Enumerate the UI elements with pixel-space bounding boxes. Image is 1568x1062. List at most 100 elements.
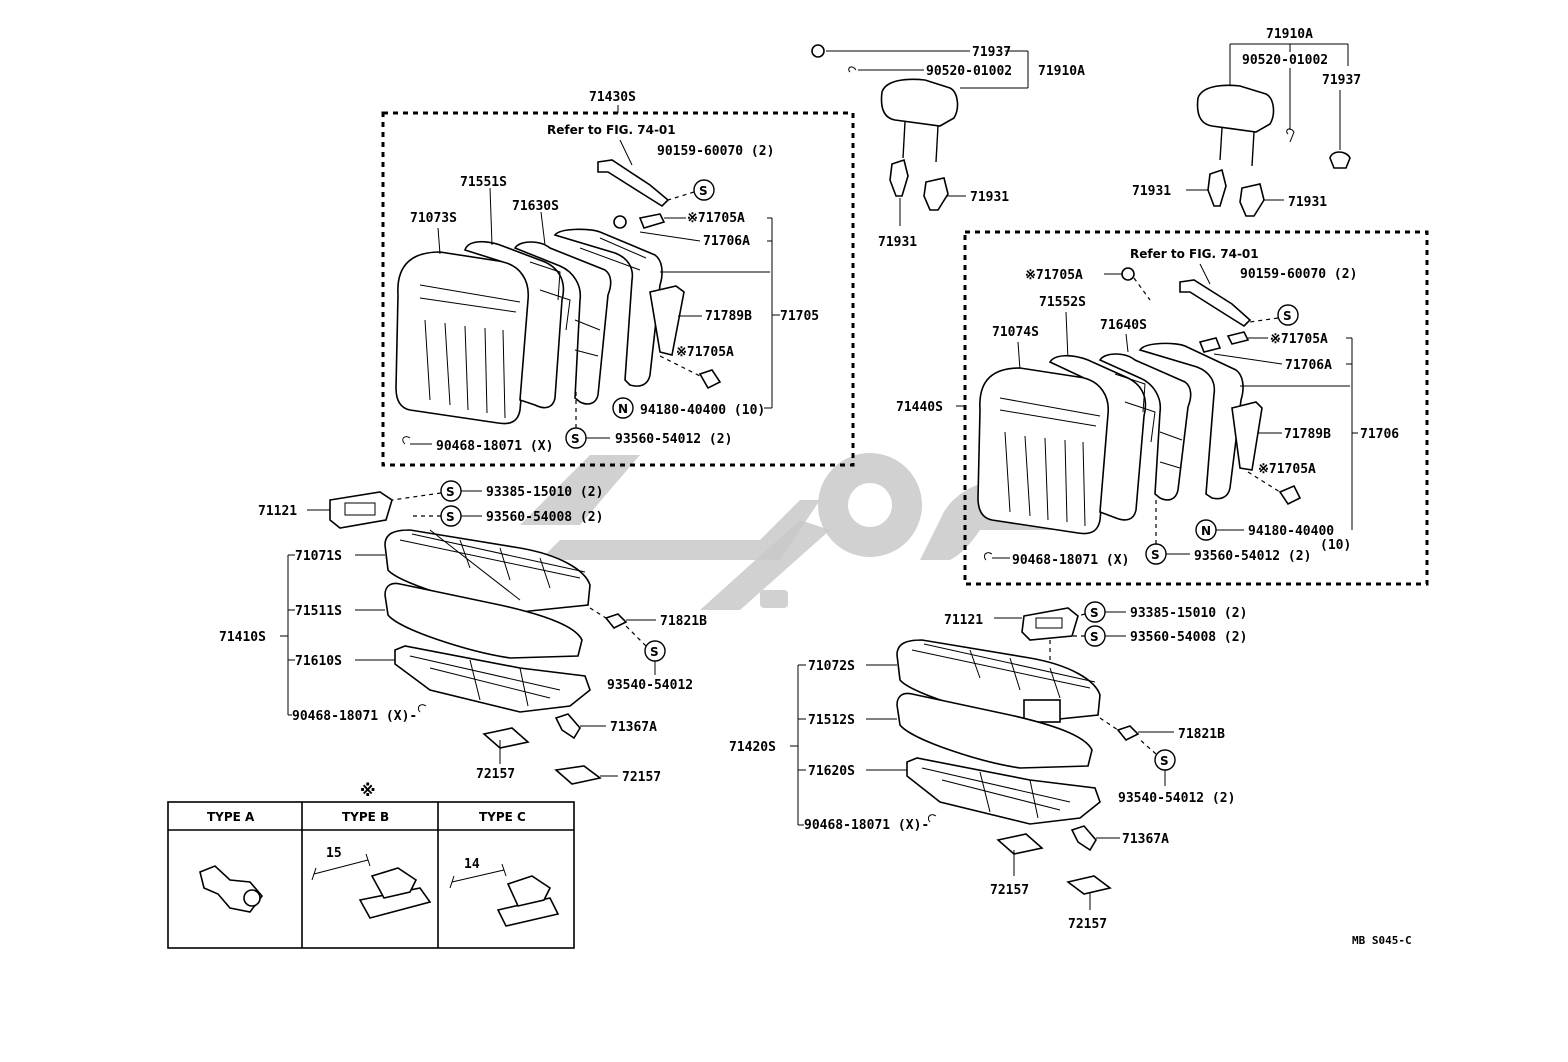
clip-90468-right-back: [983, 552, 993, 561]
svg-text:S: S: [699, 184, 708, 198]
svg-text:S: S: [446, 485, 455, 499]
guide-71931-right-2: [1239, 183, 1265, 217]
pad-72157-left-1: [482, 727, 530, 749]
clip-90468-seat-right: [927, 814, 937, 823]
label-71789B-left: 71789B: [705, 309, 752, 324]
label-94180-right-qty: (10): [1320, 538, 1351, 553]
seatback-frame-right: [1098, 353, 1192, 501]
label-93540-right: 93540-54012 (2): [1118, 791, 1235, 806]
type-b-clip-drawing: 15: [311, 846, 432, 919]
type-c-clip-drawing: 14: [449, 857, 560, 927]
seatback-board-right: [1138, 342, 1244, 500]
trim-71121-right: [1021, 607, 1079, 641]
label-71640S: 71640S: [1100, 318, 1147, 333]
pin-90520-right: [1286, 128, 1295, 143]
pad-72157-left-2: [554, 765, 602, 785]
bracket-71367A-right: [1070, 825, 1097, 852]
svg-text:N: N: [1201, 524, 1211, 538]
seat-frame-left: [394, 645, 591, 713]
label-71073S: 71073S: [410, 211, 457, 226]
label-71511S: 71511S: [295, 604, 342, 619]
label-71931-center-2: 71931: [970, 190, 1009, 205]
label-refer-right: Refer to FIG. 74-01: [1130, 247, 1259, 261]
bolt-71705A-top-left: [613, 215, 627, 229]
label-93560-54008-right: 93560-54008 (2): [1130, 630, 1247, 645]
label-71937-right: 71937: [1322, 73, 1361, 88]
seatback-cover-right: [1048, 354, 1147, 521]
bracket-71367A-left: [554, 713, 581, 740]
pin-90520-center: [848, 66, 857, 73]
knob-71937-center: [811, 44, 825, 58]
label-72157-right-2: 72157: [1068, 917, 1107, 932]
hinge-71821B-left: [604, 613, 628, 630]
trim-71121-left: [329, 491, 393, 529]
type-table-asterisk: ※: [360, 781, 376, 800]
label-90159-right: 90159-60070 (2): [1240, 267, 1357, 282]
s-mark-right-4: S: [1084, 625, 1106, 647]
support-bar-left: [597, 159, 670, 208]
seat-frame-right: [906, 757, 1101, 825]
side-panel-71789B-right: [1231, 401, 1263, 471]
label-72157-left-1: 72157: [476, 767, 515, 782]
clip-90468-left-back: [402, 436, 411, 445]
label-71910A-center: 71910A: [1038, 64, 1085, 79]
label-71706A-left: 71706A: [703, 234, 750, 249]
svg-text:S: S: [650, 645, 659, 659]
guide-71931-center-2: [923, 177, 949, 211]
label-71789B-right: 71789B: [1284, 427, 1331, 442]
support-bar-right: [1179, 279, 1252, 328]
svg-text:S: S: [446, 510, 455, 524]
label-71705A-right-3: ※71705A: [1258, 462, 1316, 477]
seat-cushion-pad-left: [384, 582, 583, 659]
svg-text:N: N: [618, 402, 628, 416]
label-71410S: 71410S: [219, 630, 266, 645]
label-71121-right: 71121: [944, 613, 983, 628]
label-71074S: 71074S: [992, 325, 1039, 340]
guide-71931-right-1: [1207, 168, 1227, 207]
svg-text:S: S: [1151, 548, 1160, 562]
label-refer-left: Refer to FIG. 74-01: [547, 123, 676, 137]
clip-71706A-left: [638, 213, 666, 229]
label-71937-center: 71937: [972, 45, 1011, 60]
type-b-header: TYPE B: [342, 810, 389, 824]
label-71367A-right: 71367A: [1122, 832, 1169, 847]
type-a-clip-drawing: [199, 865, 264, 913]
svg-text:S: S: [571, 432, 580, 446]
label-72157-left-2: 72157: [622, 770, 661, 785]
label-71931-right-1: 71931: [1132, 184, 1171, 199]
label-71552S: 71552S: [1039, 295, 1086, 310]
seatback-frame-left: [513, 241, 612, 405]
pad-72157-right-1: [996, 833, 1044, 855]
label-71705A-right-2: ※71705A: [1270, 332, 1328, 347]
label-71072S: 71072S: [808, 659, 855, 674]
svg-text:S: S: [1090, 606, 1099, 620]
type-b-dimension: 15: [326, 846, 342, 861]
label-93560-54012-right: 93560-54012 (2): [1194, 549, 1311, 564]
headrest-center: [880, 78, 959, 163]
n-mark-right: N: [1195, 519, 1217, 541]
headrest-right: [1196, 84, 1275, 167]
label-93560-54008-left: 93560-54008 (2): [486, 510, 603, 525]
label-71706-right: 71706: [1360, 427, 1399, 442]
label-71705A-right-1: ※71705A: [1025, 268, 1083, 283]
seat-cushion-pad-right: [896, 692, 1093, 769]
bolt-71705A-mid-right: [1226, 331, 1250, 345]
label-71440S: 71440S: [896, 400, 943, 415]
label-71420S: 71420S: [729, 740, 776, 755]
svg-text:S: S: [1283, 309, 1292, 323]
bolt-71705A-lower-right: [1278, 484, 1302, 506]
label-93385-left: 93385-15010 (2): [486, 485, 603, 500]
type-a-header: TYPE A: [207, 810, 255, 824]
s-mark-right-1: S: [1277, 304, 1299, 326]
label-71931-right-2: 71931: [1288, 195, 1327, 210]
bolt-71705A-lower-left: [698, 369, 722, 390]
svg-text:S: S: [1090, 630, 1099, 644]
s-mark-left-2: S: [565, 427, 587, 449]
s-mark-right-3: S: [1084, 601, 1106, 623]
figure-code: MB S045-C: [1352, 934, 1412, 947]
label-71705-left: 71705: [780, 309, 819, 324]
seatback-cushion-left: [395, 251, 531, 425]
label-90468-seat-left: 90468-18071 (X)-: [292, 709, 417, 724]
label-71931-center-1: 71931: [878, 235, 917, 250]
